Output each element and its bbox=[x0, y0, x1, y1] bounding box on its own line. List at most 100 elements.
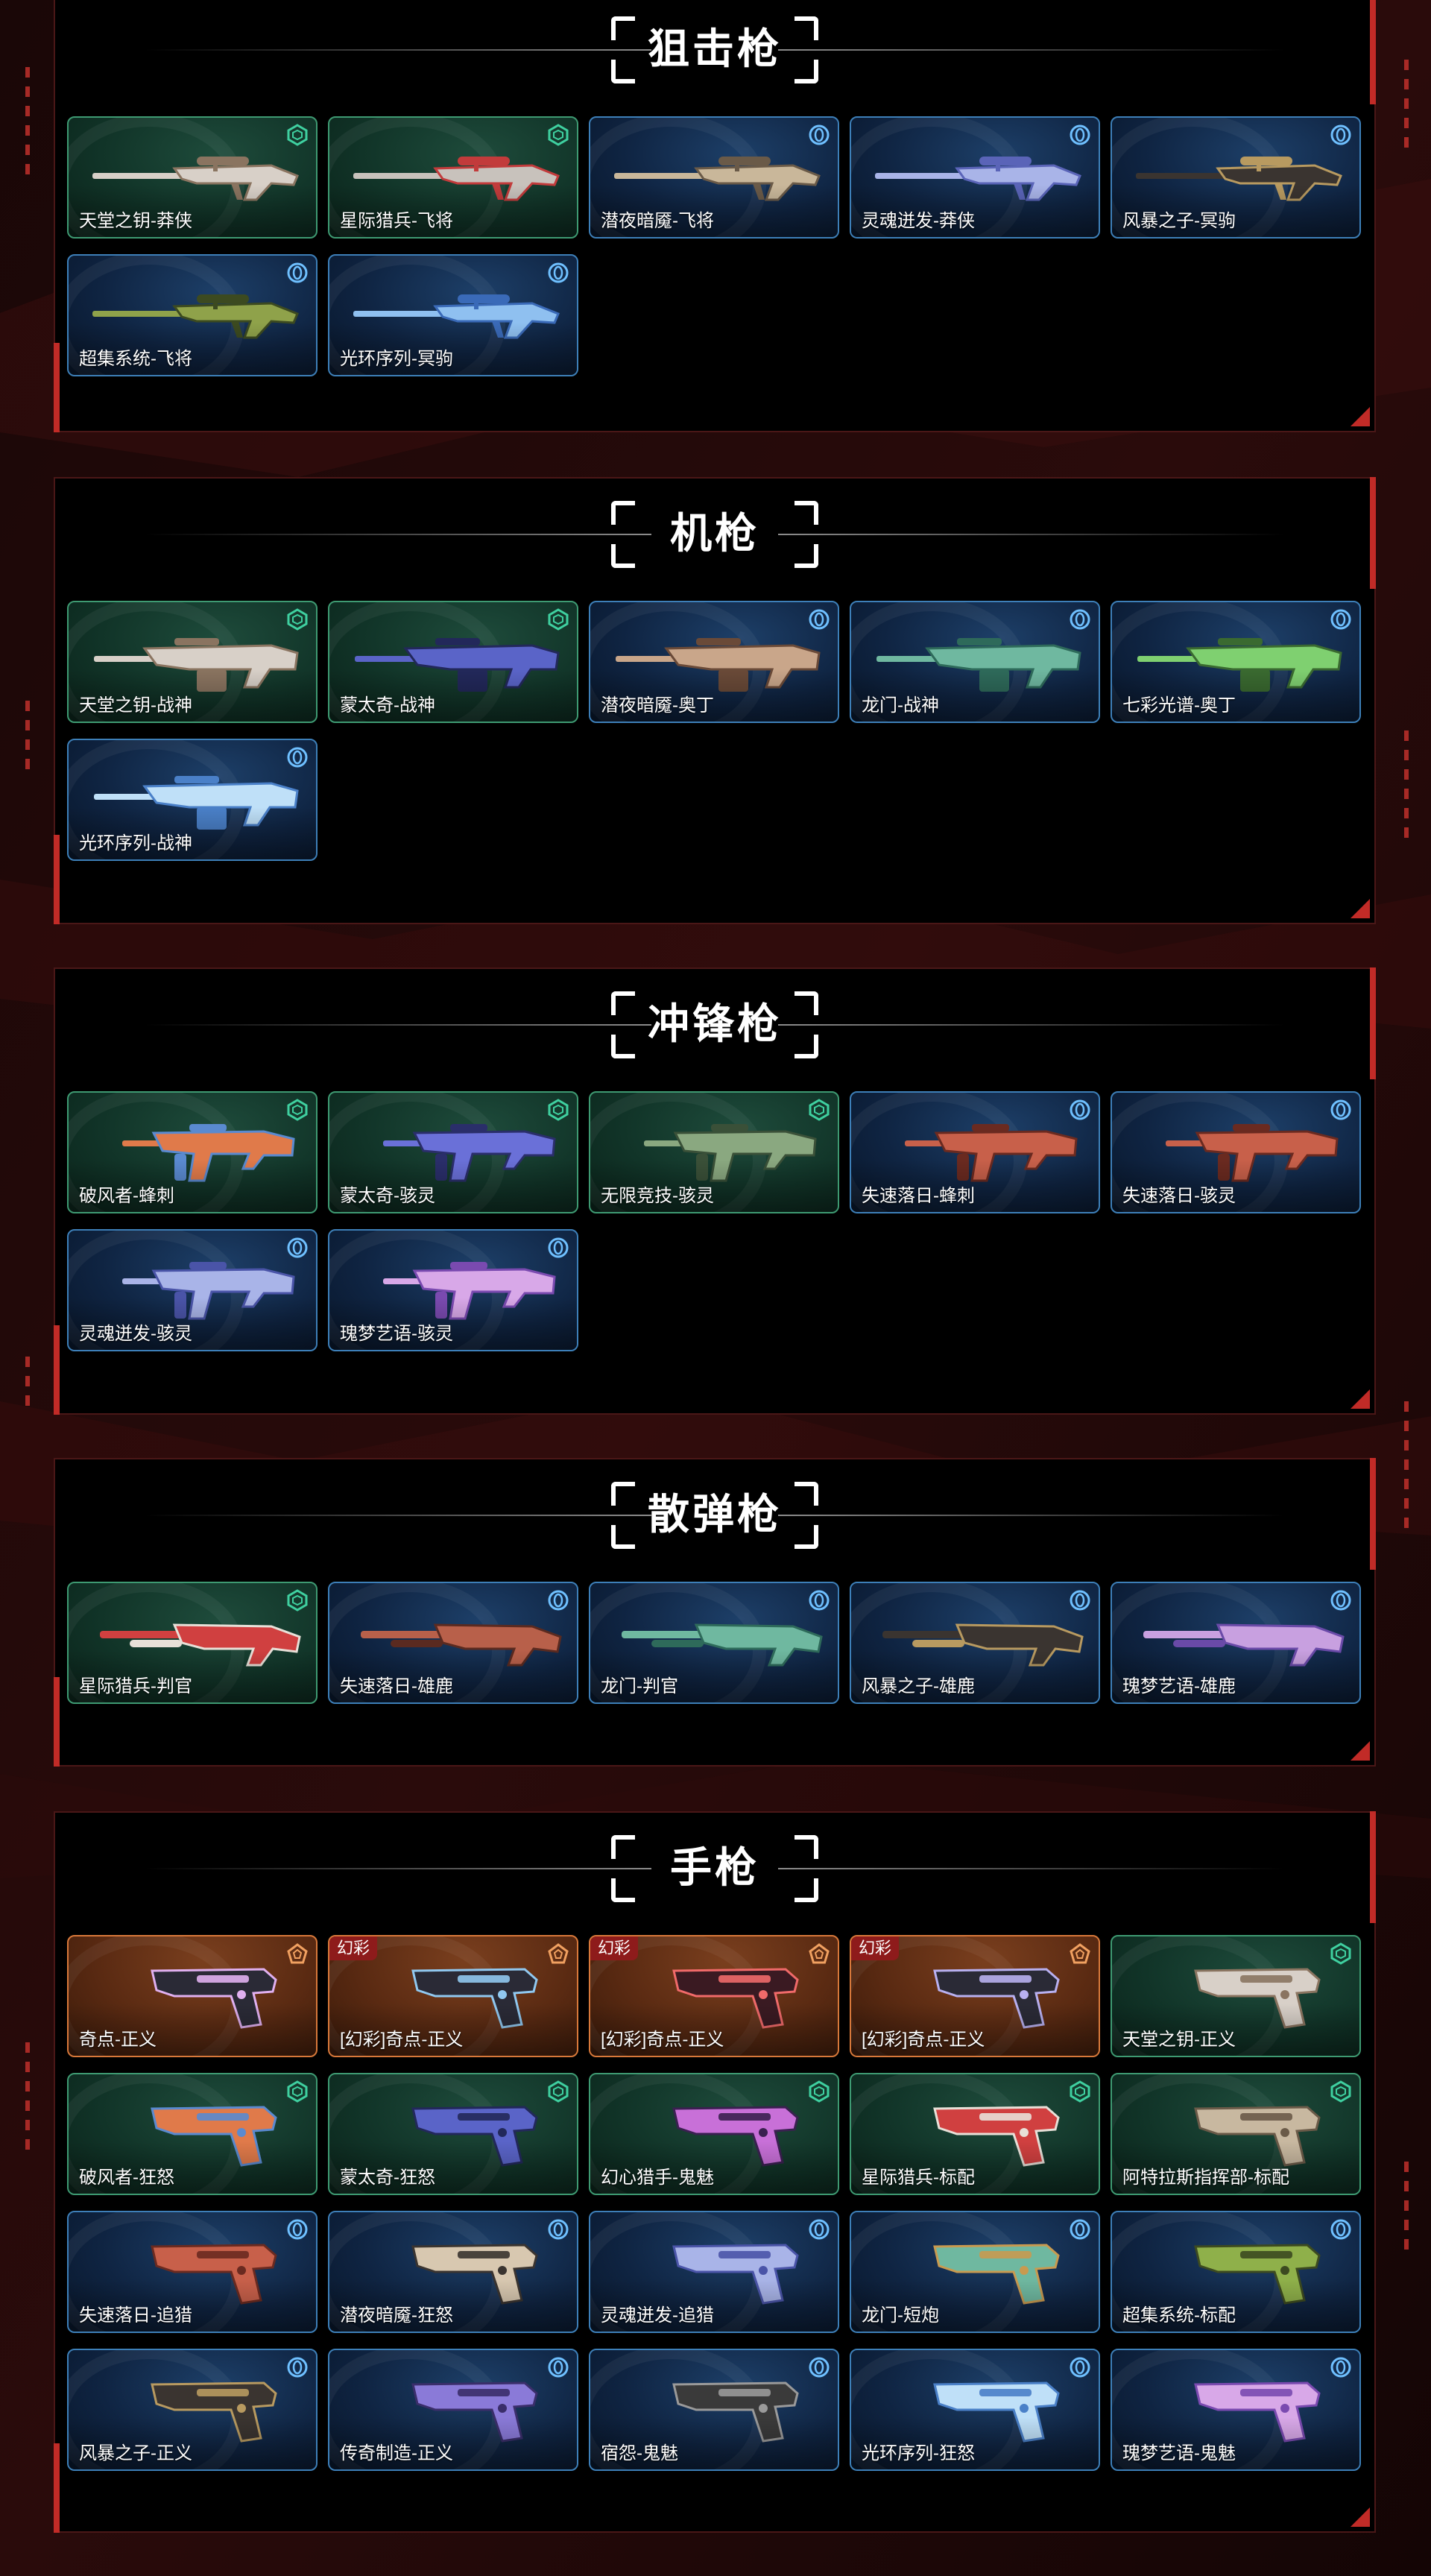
skin-card[interactable]: 光环序列-战神 bbox=[67, 739, 318, 861]
tier-pentagon-icon bbox=[809, 1943, 830, 1964]
variant-badge: 幻彩 bbox=[329, 1936, 378, 1960]
skin-card[interactable]: 失速落日-雄鹿 bbox=[328, 1582, 578, 1704]
skin-name: 无限竞技-骇灵 bbox=[601, 1186, 714, 1206]
corner-triangle-icon bbox=[1351, 1389, 1370, 1409]
header-line-right bbox=[778, 1868, 1285, 1869]
skin-card[interactable]: 蒙太奇-骇灵 bbox=[328, 1091, 578, 1213]
skin-name: 天堂之钥-正义 bbox=[1122, 2030, 1236, 2050]
skin-card[interactable]: 风暴之子-冥驹 bbox=[1111, 116, 1361, 239]
title-bracket bbox=[611, 501, 818, 568]
skin-name: 瑰梦艺语-鬼魅 bbox=[1122, 2443, 1236, 2463]
header-line-right bbox=[778, 534, 1285, 535]
title-bracket bbox=[611, 991, 818, 1058]
skin-card[interactable]: 瑰梦艺语-鬼魅 bbox=[1111, 2349, 1361, 2471]
skin-card[interactable]: 龙门-判官 bbox=[589, 1582, 839, 1704]
pistol-icon bbox=[1194, 2106, 1321, 2167]
section-title: 散弹枪 bbox=[648, 1491, 782, 1538]
skin-name: 灵魂迸发-骇灵 bbox=[79, 1324, 192, 1344]
skin-card[interactable]: 传奇制造-正义 bbox=[328, 2349, 578, 2471]
skin-card[interactable]: 失速落日-追猎 bbox=[67, 2211, 318, 2333]
section-smg: 冲锋枪 破风者-蜂刺 蒙太奇-骇灵 bbox=[54, 967, 1376, 1415]
tier-circle-icon bbox=[809, 609, 830, 630]
skin-card[interactable]: 天堂之钥-正义 bbox=[1111, 1935, 1361, 2057]
skin-card[interactable]: 龙门-短炮 bbox=[850, 2211, 1100, 2333]
skin-card[interactable]: 潜夜暗魇-飞将 bbox=[589, 116, 839, 239]
skin-card[interactable]: 蒙太奇-战神 bbox=[328, 601, 578, 723]
machine-gun-icon bbox=[616, 638, 821, 692]
skin-name: 潜夜暗魇-狂怒 bbox=[340, 2305, 453, 2326]
smg-icon bbox=[383, 1262, 556, 1320]
skin-card[interactable]: 风暴之子-正义 bbox=[67, 2349, 318, 2471]
skin-card[interactable]: 失速落日-骇灵 bbox=[1111, 1091, 1361, 1213]
tier-circle-icon bbox=[1070, 1099, 1090, 1120]
pistol-icon bbox=[672, 2106, 799, 2167]
skin-card[interactable]: 奇点-正义 bbox=[67, 1935, 318, 2057]
skin-card[interactable]: 失速落日-蜂刺 bbox=[850, 1091, 1100, 1213]
skin-card[interactable]: 瑰梦艺语-雄鹿 bbox=[1111, 1582, 1361, 1704]
skin-card[interactable]: 龙门-战神 bbox=[850, 601, 1100, 723]
tier-circle-icon bbox=[1330, 609, 1351, 630]
skin-card[interactable]: 瑰梦艺语-骇灵 bbox=[328, 1229, 578, 1351]
skin-card[interactable]: 星际猎兵-判官 bbox=[67, 1582, 318, 1704]
skin-name: 天堂之钥-莽侠 bbox=[79, 211, 192, 231]
pistol-icon bbox=[672, 2244, 799, 2305]
skin-card[interactable]: 光环序列-冥驹 bbox=[328, 254, 578, 376]
pistol-icon bbox=[411, 2106, 538, 2167]
skin-name: [幻彩]奇点-正义 bbox=[601, 2030, 724, 2050]
skin-card[interactable]: 超集系统-标配 bbox=[1111, 2211, 1361, 2333]
shotgun-icon bbox=[622, 1623, 823, 1667]
tier-circle-icon bbox=[1330, 2357, 1351, 2378]
machine-gun-icon bbox=[355, 638, 560, 692]
tier-hexagon-icon bbox=[548, 2080, 569, 2103]
skin-card[interactable]: 破风者-蜂刺 bbox=[67, 1091, 318, 1213]
skin-card[interactable]: 潜夜暗魇-奥丁 bbox=[589, 601, 839, 723]
pistol-icon bbox=[151, 1968, 277, 2029]
skin-card[interactable]: 宿怨-鬼魅 bbox=[589, 2349, 839, 2471]
skin-card[interactable]: 破风者-狂怒 bbox=[67, 2073, 318, 2195]
smg-icon bbox=[383, 1124, 556, 1182]
skin-card[interactable]: 潜夜暗魇-狂怒 bbox=[328, 2211, 578, 2333]
skin-name: 光环序列-冥驹 bbox=[340, 349, 453, 369]
pistol-icon bbox=[933, 2381, 1060, 2443]
tier-circle-icon bbox=[287, 2357, 308, 2378]
skin-card[interactable]: 天堂之钥-战神 bbox=[67, 601, 318, 723]
skin-name: 失速落日-骇灵 bbox=[1122, 1186, 1236, 1206]
skin-card[interactable]: 风暴之子-雄鹿 bbox=[850, 1582, 1100, 1704]
tier-circle-icon bbox=[1330, 2219, 1351, 2240]
skin-card[interactable]: 幻彩 [幻彩]奇点-正义 bbox=[328, 1935, 578, 2057]
pistol-icon bbox=[672, 1968, 799, 2029]
skin-name: 风暴之子-正义 bbox=[79, 2443, 192, 2463]
corner-triangle-icon bbox=[1351, 899, 1370, 918]
header-line-left bbox=[145, 1515, 651, 1516]
pistol-icon bbox=[933, 1968, 1060, 2029]
tier-hexagon-icon bbox=[287, 1099, 308, 1121]
pistol-icon bbox=[933, 2106, 1060, 2167]
variant-badge: 幻彩 bbox=[851, 1936, 900, 1960]
section-header: 狙击枪 bbox=[55, 9, 1374, 91]
skin-card[interactable]: 超集系统-飞将 bbox=[67, 254, 318, 376]
skin-name: 光环序列-狂怒 bbox=[862, 2443, 975, 2463]
section-header: 机枪 bbox=[55, 493, 1374, 575]
section-title: 手枪 bbox=[670, 1844, 759, 1891]
skin-card[interactable]: 星际猎兵-标配 bbox=[850, 2073, 1100, 2195]
skin-card[interactable]: 阿特拉斯指挥部-标配 bbox=[1111, 2073, 1361, 2195]
skin-name: 龙门-短炮 bbox=[862, 2305, 939, 2326]
machine-gun-icon bbox=[94, 638, 299, 692]
smg-icon bbox=[122, 1124, 295, 1182]
skin-card[interactable]: 幻彩 [幻彩]奇点-正义 bbox=[850, 1935, 1100, 2057]
skin-name: 星际猎兵-判官 bbox=[79, 1676, 192, 1696]
skin-card[interactable]: 光环序列-狂怒 bbox=[850, 2349, 1100, 2471]
skin-card[interactable]: 无限竞技-骇灵 bbox=[589, 1091, 839, 1213]
section-pistol: 手枪 奇点-正义 幻彩 [幻彩]奇点-正义 bbox=[54, 1811, 1376, 2533]
corner-triangle-icon bbox=[1351, 407, 1370, 426]
skin-card[interactable]: 天堂之钥-莽侠 bbox=[67, 116, 318, 239]
skin-card[interactable]: 幻彩 [幻彩]奇点-正义 bbox=[589, 1935, 839, 2057]
skin-card[interactable]: 灵魂迸发-莽侠 bbox=[850, 116, 1100, 239]
skin-card[interactable]: 灵魂迸发-追猎 bbox=[589, 2211, 839, 2333]
skin-name: 风暴之子-冥驹 bbox=[1122, 211, 1236, 231]
skin-card[interactable]: 幻心猎手-鬼魅 bbox=[589, 2073, 839, 2195]
skin-card[interactable]: 蒙太奇-狂怒 bbox=[328, 2073, 578, 2195]
skin-card[interactable]: 七彩光谱-奥丁 bbox=[1111, 601, 1361, 723]
skin-card[interactable]: 星际猎兵-飞将 bbox=[328, 116, 578, 239]
skin-card[interactable]: 灵魂迸发-骇灵 bbox=[67, 1229, 318, 1351]
